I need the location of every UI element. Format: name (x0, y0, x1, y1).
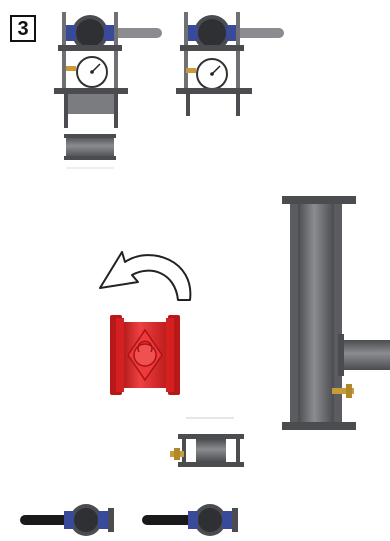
flange (54, 88, 128, 94)
flange (176, 88, 252, 94)
flange-assembly (170, 418, 244, 467)
top-right-assembly (176, 12, 284, 116)
pipe-stub (66, 136, 114, 158)
tee-pipe-icon (282, 196, 390, 430)
pressure-gauge-icon (197, 59, 227, 89)
top-left-assembly (54, 12, 162, 168)
butterfly-valve-icon (110, 315, 180, 395)
bottom-right-valve (142, 504, 238, 536)
pressure-gauge-icon (77, 57, 107, 87)
rotate-counterclockwise-arrow (100, 252, 190, 300)
bottom-left-valve (20, 504, 114, 536)
